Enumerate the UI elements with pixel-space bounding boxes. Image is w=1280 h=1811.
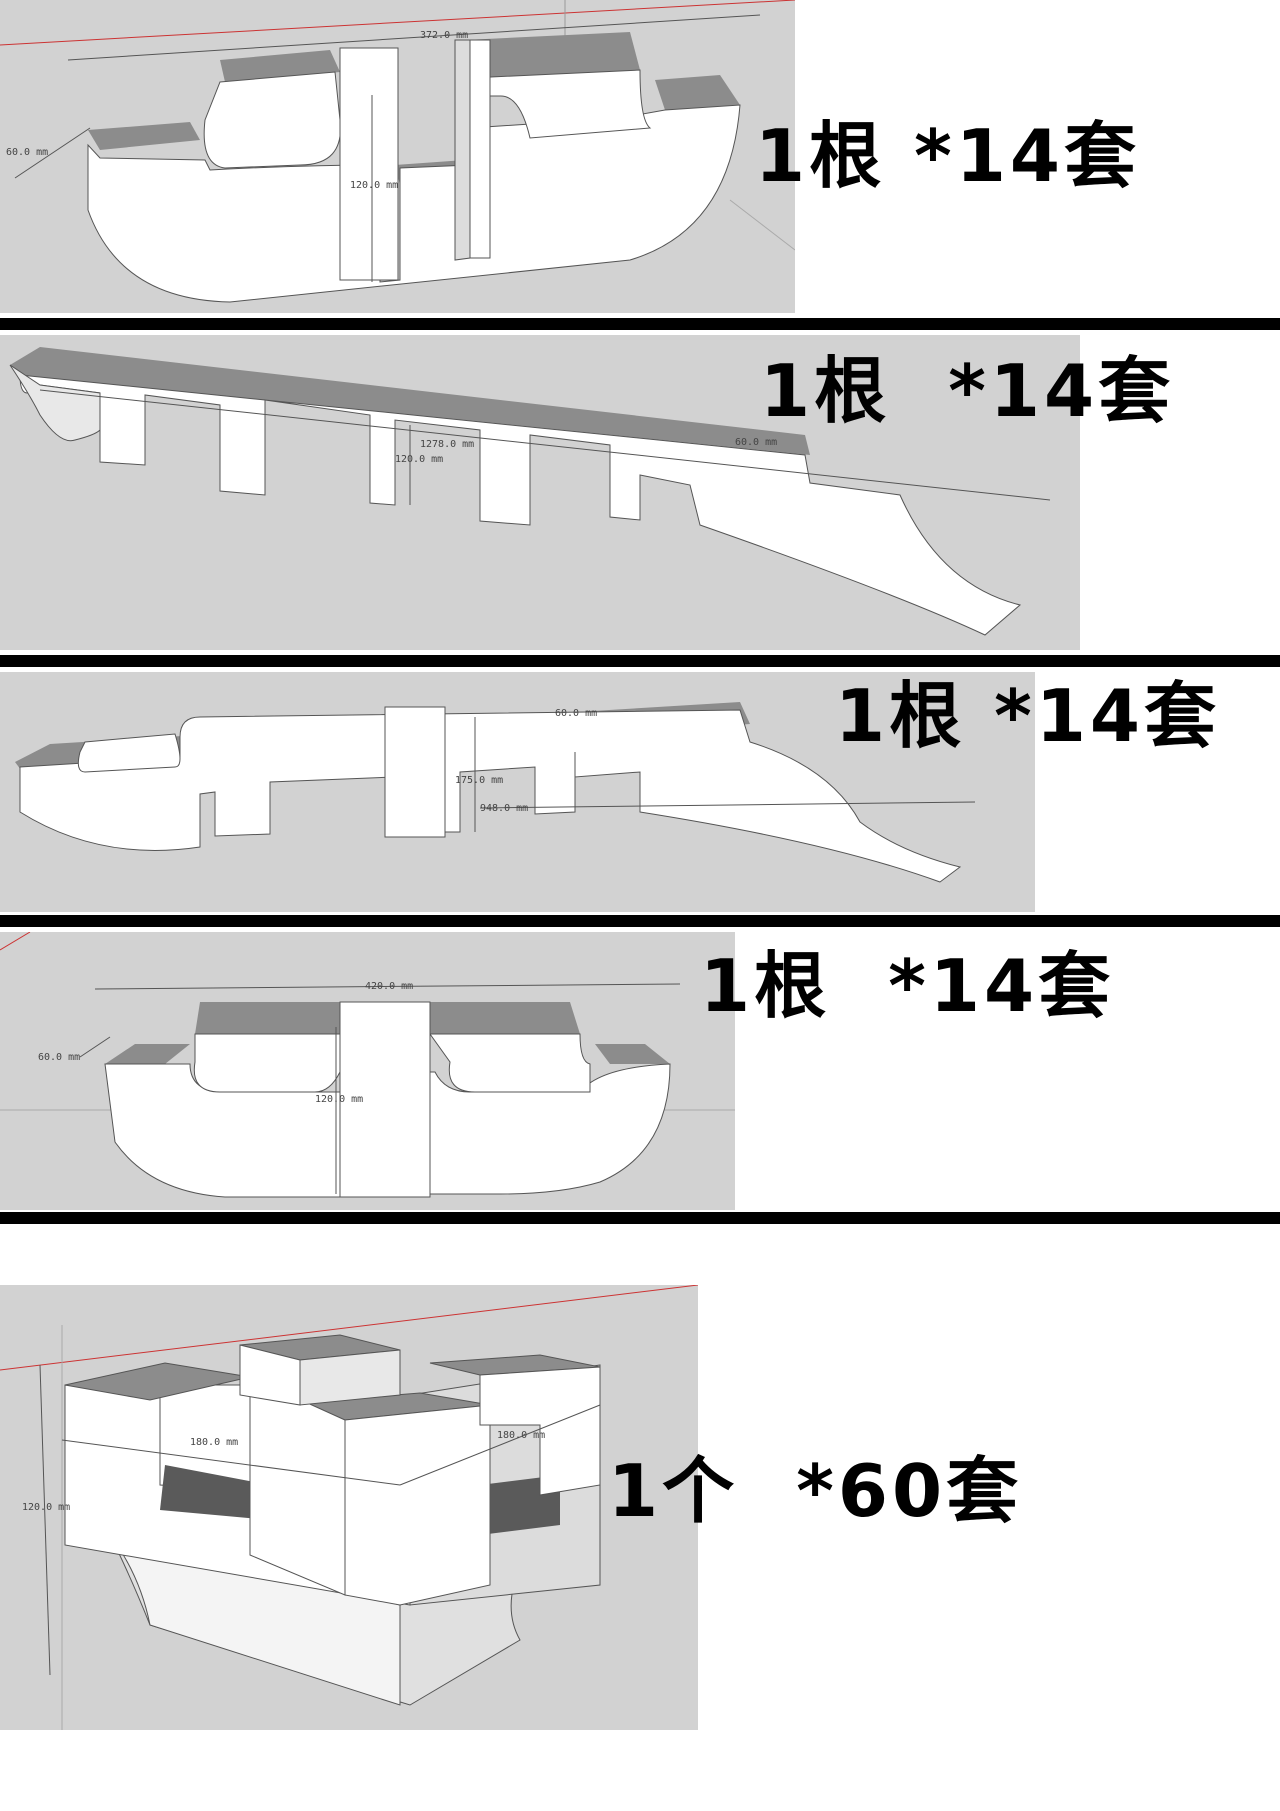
part-2-quantity-label: 1根 *14套 <box>760 349 1175 433</box>
part-3-length-dim: 948.0 mm <box>480 803 528 814</box>
part-3-depth-dim: 60.0 mm <box>555 708 597 719</box>
divider-3 <box>0 915 1280 927</box>
part-3-height-dim: 175.0 mm <box>455 775 503 786</box>
part-4-length-dim: 420.0 mm <box>365 981 413 992</box>
part-4-quantity-label: 1根 *14套 <box>700 944 1115 1028</box>
part-5-width-b-dim: 180.0 mm <box>497 1430 545 1441</box>
part-3-view: 60.0 mm 175.0 mm 948.0 mm <box>0 672 1035 912</box>
divider-4 <box>0 1212 1280 1224</box>
part-2-model: 1278.0 mm 120.0 mm 60.0 mm <box>9 347 1051 636</box>
divider-1 <box>0 318 1280 330</box>
part-5-view: 120.0 mm 180.0 mm 180.0 mm <box>0 1285 698 1730</box>
part-5-width-a-dim: 180.0 mm <box>190 1437 238 1448</box>
part-1-quantity-label: 1根 *14套 <box>755 114 1141 198</box>
part-1-model: 372.0 mm 60.0 mm 120.0 mm <box>0 0 795 303</box>
part-4-depth-dim: 60.0 mm <box>38 1052 80 1063</box>
part-3-quantity-label: 1根 *14套 <box>835 674 1221 758</box>
part-4-height-dim: 120.0 mm <box>315 1094 363 1105</box>
part-1-depth-dim: 60.0 mm <box>6 147 48 158</box>
part-2-length-dim: 1278.0 mm <box>420 439 474 450</box>
part-5-height-dim: 120.0 mm <box>22 1502 70 1513</box>
part-3-model: 60.0 mm 175.0 mm 948.0 mm <box>15 702 976 883</box>
part-2-view: 1278.0 mm 120.0 mm 60.0 mm <box>0 335 1080 650</box>
part-2-height-dim: 120.0 mm <box>395 454 443 465</box>
part-4-view: 420.0 mm 60.0 mm 120.0 mm <box>0 932 735 1210</box>
part-1-height-dim: 120.0 mm <box>350 180 398 191</box>
part-1-length-dim: 372.0 mm <box>420 30 468 41</box>
divider-2 <box>0 655 1280 667</box>
part-1-view: 372.0 mm 60.0 mm 120.0 mm <box>0 0 795 313</box>
part-2-depth-dim: 60.0 mm <box>735 437 777 448</box>
part-5-quantity-label: 1个 *60套 <box>608 1449 1023 1533</box>
part-4-model: 420.0 mm 60.0 mm 120.0 mm <box>0 932 735 1198</box>
part-5-model: 120.0 mm 180.0 mm 180.0 mm <box>0 1285 698 1730</box>
